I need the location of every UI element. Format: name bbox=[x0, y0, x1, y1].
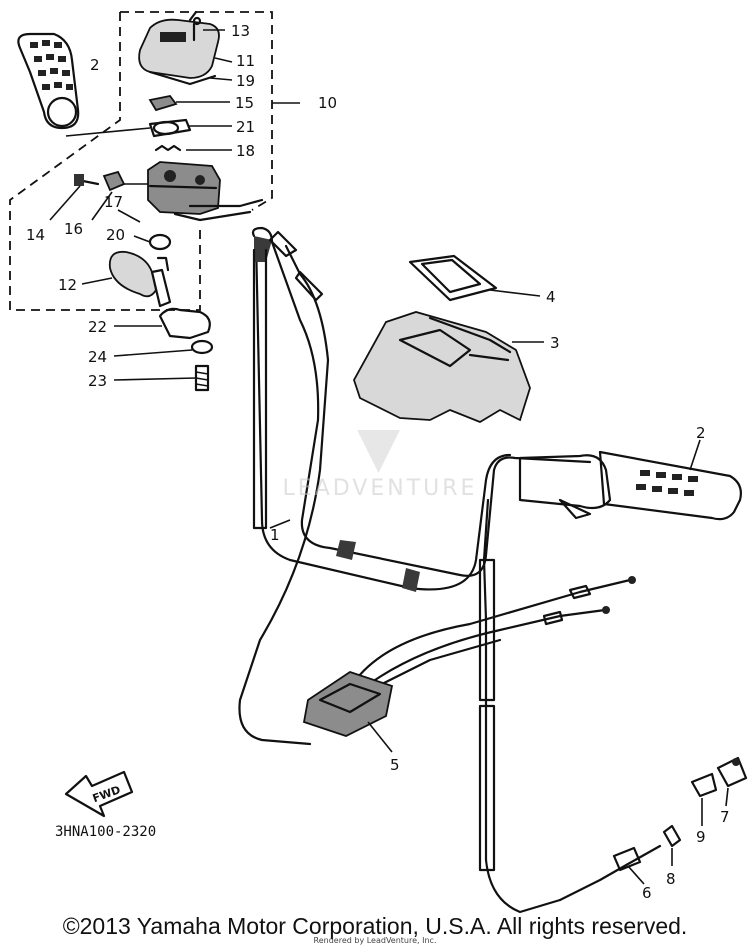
copyright-notice: ©2013 Yamaha Motor Corporation, U.S.A. A… bbox=[62, 913, 688, 939]
callout-4: 4 bbox=[546, 288, 556, 306]
washer-part bbox=[148, 233, 172, 251]
callout-13: 13 bbox=[231, 22, 250, 40]
callout-15: 15 bbox=[235, 94, 254, 112]
callout-12: 12 bbox=[58, 276, 77, 294]
callout-20: 20 bbox=[106, 226, 125, 244]
left-grip-part bbox=[17, 32, 80, 130]
nut-washer-part bbox=[148, 95, 192, 138]
leader-24 bbox=[113, 349, 193, 357]
leader-6 bbox=[627, 865, 645, 885]
throttle-housing-part bbox=[147, 161, 264, 222]
switch-cover-part bbox=[138, 10, 220, 86]
leader-23 bbox=[113, 377, 197, 381]
gasket-cover-part bbox=[408, 254, 498, 302]
callout-2-right: 2 bbox=[696, 424, 706, 442]
leader-11 bbox=[214, 57, 233, 63]
callout-1: 1 bbox=[270, 526, 280, 544]
small-screws-part bbox=[74, 170, 148, 192]
leader-16 bbox=[91, 191, 113, 221]
right-cable-part bbox=[482, 498, 562, 914]
leader-1 bbox=[269, 519, 291, 529]
callout-16: 16 bbox=[64, 220, 83, 238]
callout-10: 10 bbox=[318, 94, 337, 112]
left-grip-leader bbox=[65, 127, 151, 137]
spring-part bbox=[154, 144, 182, 152]
watermark: ▼ LEADVENTURE bbox=[250, 415, 510, 502]
callout-7: 7 bbox=[720, 808, 730, 826]
leader-5 bbox=[367, 721, 393, 753]
callout-14: 14 bbox=[26, 226, 45, 244]
cable-adjuster-part bbox=[558, 756, 748, 902]
callout-3: 3 bbox=[550, 334, 560, 352]
callout-5: 5 bbox=[390, 756, 400, 774]
leader-19 bbox=[209, 77, 233, 81]
connector-part bbox=[302, 671, 394, 737]
leader-14 bbox=[49, 185, 81, 221]
callout-23: 23 bbox=[88, 372, 107, 390]
callout-11: 11 bbox=[236, 52, 255, 70]
clamp-bracket-part bbox=[158, 307, 214, 392]
callout-9: 9 bbox=[696, 828, 706, 846]
throttle-lever-part bbox=[108, 250, 172, 308]
callout-22: 22 bbox=[88, 318, 107, 336]
leader-2-right bbox=[689, 439, 701, 471]
leader-12 bbox=[81, 277, 113, 285]
cable-end-fitting bbox=[268, 230, 324, 302]
callout-17: 17 bbox=[104, 193, 123, 211]
rendered-by-credit: Rendered by LeadVenture, Inc. bbox=[313, 936, 437, 945]
watermark-text: LEADVENTURE bbox=[282, 476, 478, 501]
callout-18: 18 bbox=[236, 142, 255, 160]
watermark-logo-icon: ▼ bbox=[356, 415, 404, 480]
callout-19: 19 bbox=[236, 72, 255, 90]
callout-8: 8 bbox=[666, 870, 676, 888]
callout-2-left: 2 bbox=[90, 56, 100, 74]
leader-20 bbox=[133, 235, 151, 243]
callout-24: 24 bbox=[88, 348, 107, 366]
callout-6: 6 bbox=[642, 884, 652, 902]
handlebar-part bbox=[251, 226, 592, 592]
right-cable-sheath bbox=[478, 558, 496, 872]
fwd-arrow: FWD bbox=[64, 770, 134, 818]
right-grip-part bbox=[518, 450, 742, 521]
handlebar-cover-part bbox=[353, 311, 531, 424]
connector-cables bbox=[348, 578, 632, 702]
leader-4 bbox=[489, 289, 541, 297]
callout-21: 21 bbox=[236, 118, 255, 136]
throttle-cable-part bbox=[238, 244, 330, 746]
cable-end-plugs bbox=[542, 576, 636, 626]
leader-7 bbox=[725, 787, 729, 807]
fwd-label: FWD bbox=[91, 783, 122, 805]
leader-17 bbox=[117, 209, 141, 223]
diagram-code: 3HNA100-2320 bbox=[55, 824, 157, 840]
